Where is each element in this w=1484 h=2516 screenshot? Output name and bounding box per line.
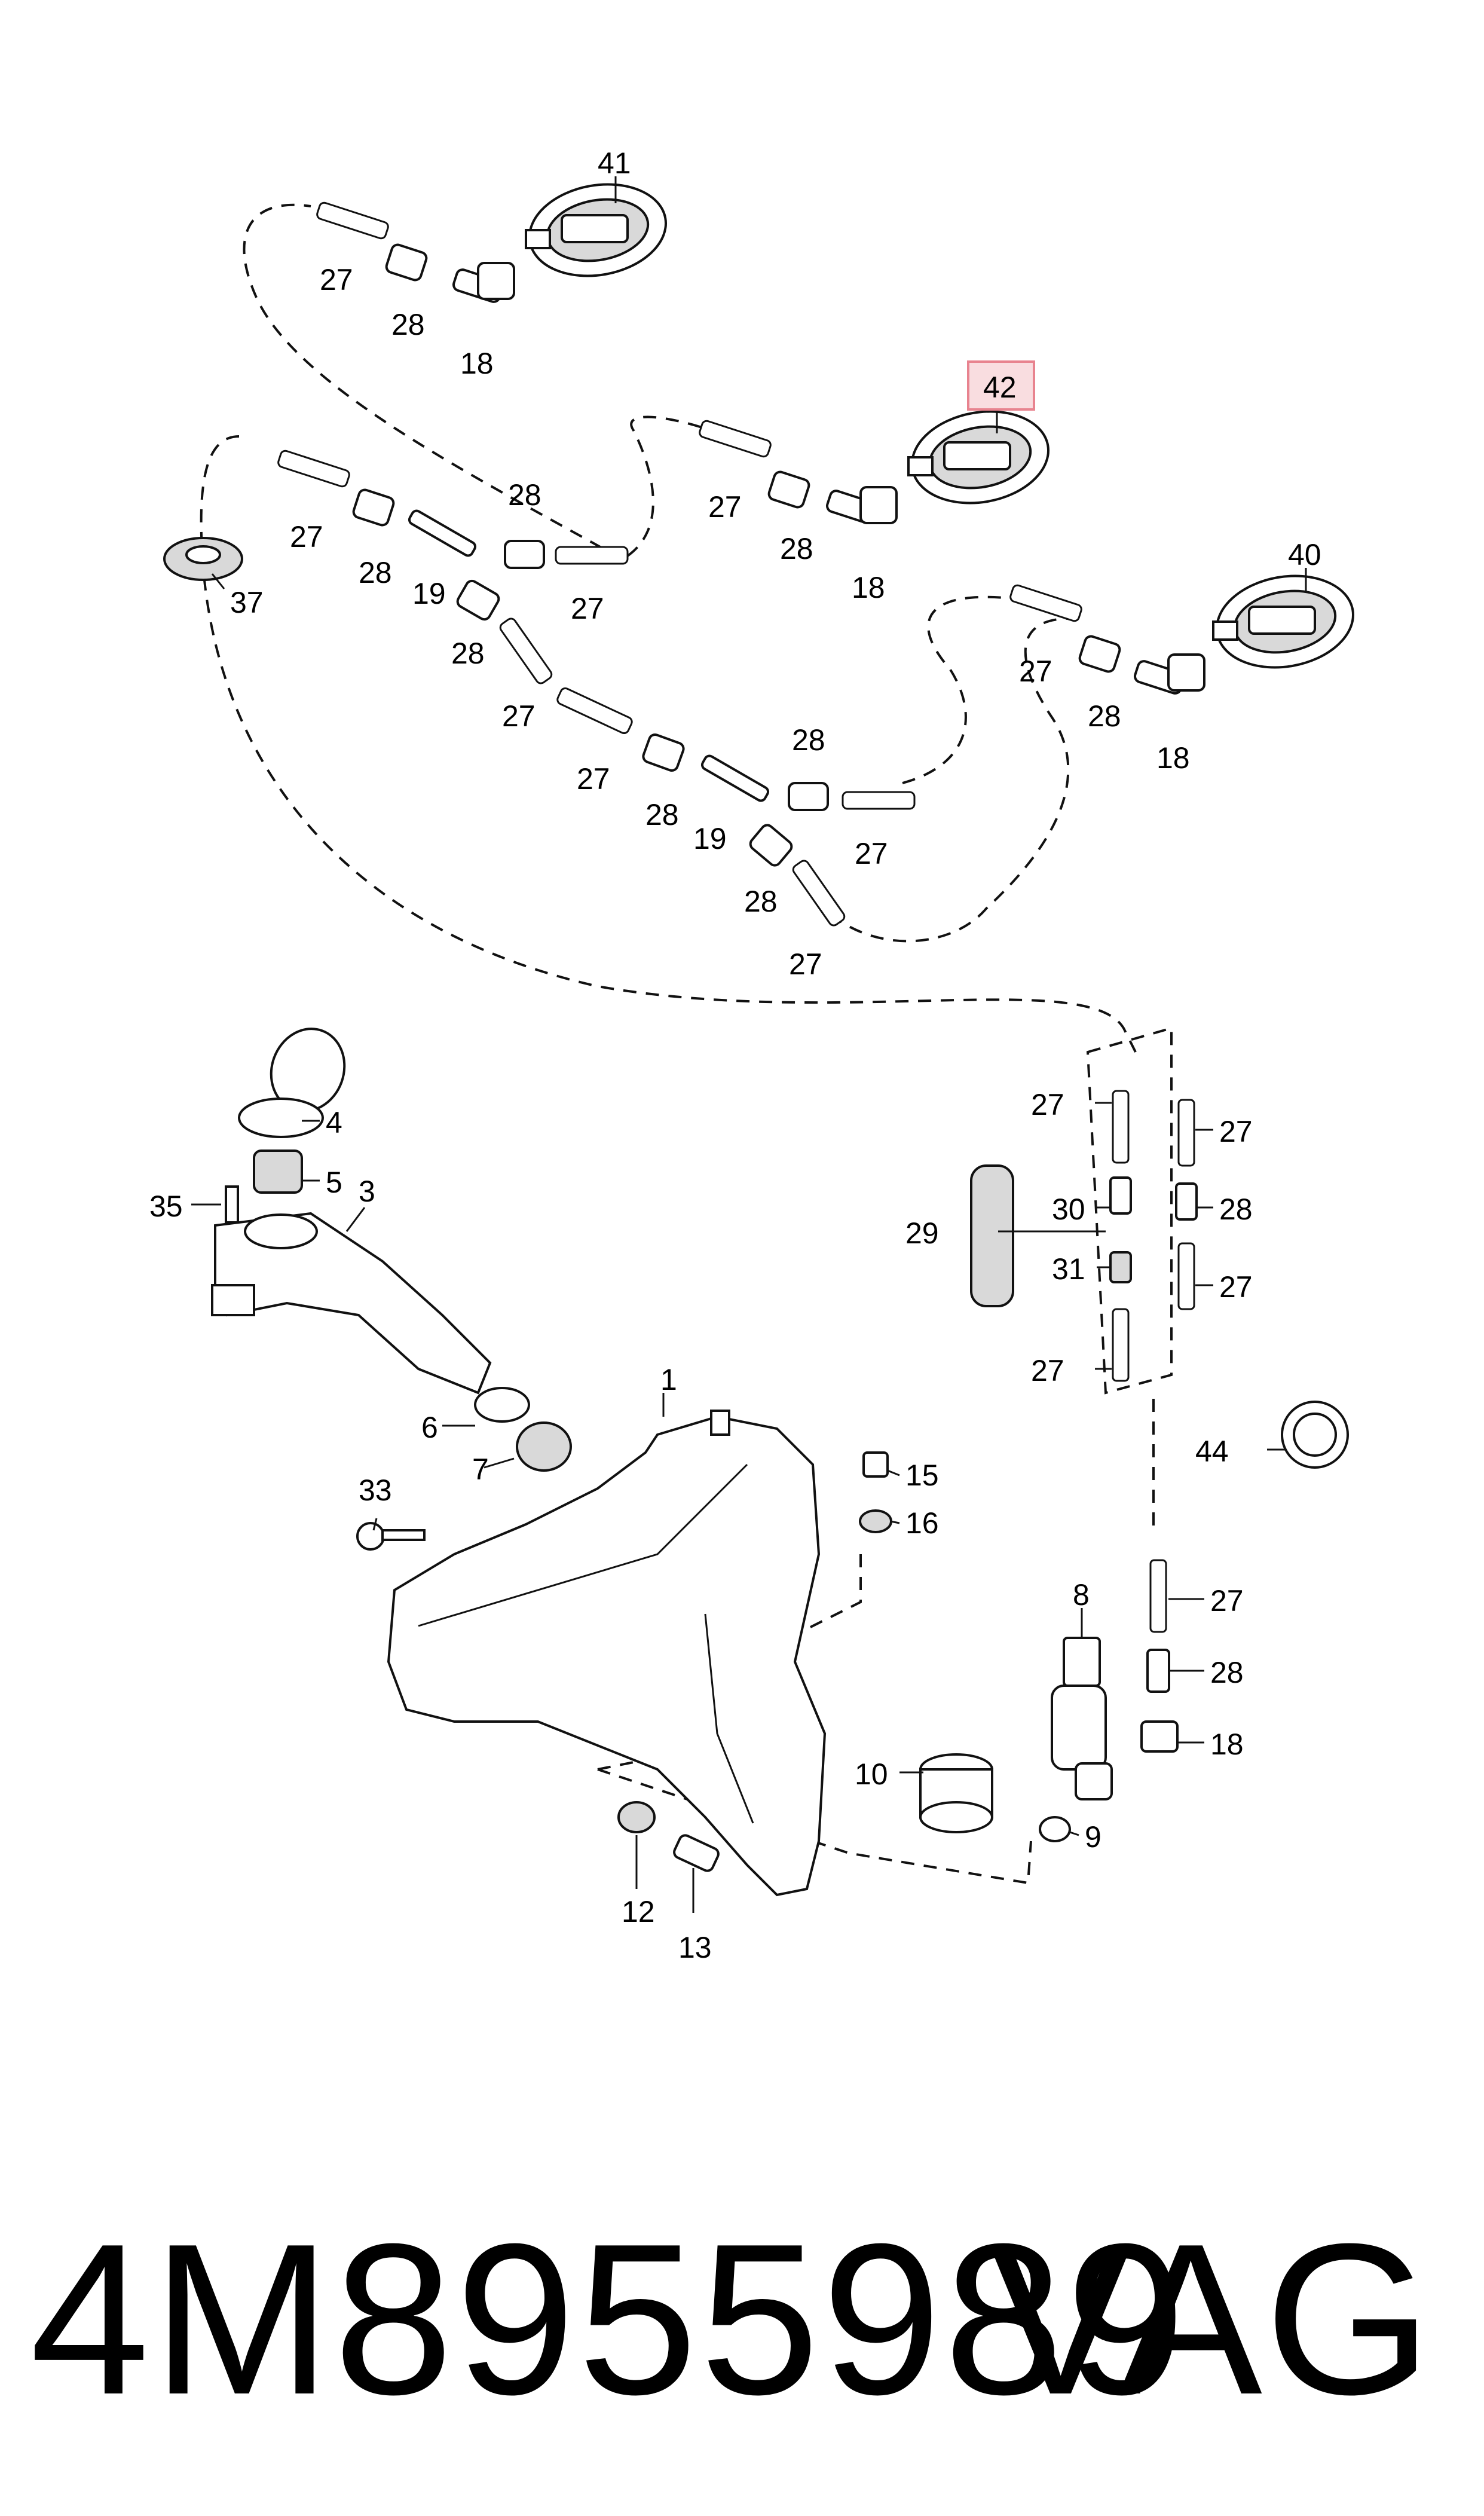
washer-nozzle-41 <box>525 183 667 277</box>
callout-40: 40 <box>1288 538 1321 571</box>
callout-28: 28 <box>359 556 392 589</box>
callout-28: 28 <box>792 723 825 757</box>
callout-3: 3 <box>359 1175 375 1208</box>
callout-28: 28 <box>645 798 679 831</box>
callout-27: 27 <box>708 490 742 524</box>
filler-neck-assembly <box>211 1028 572 1472</box>
callout-28: 28 <box>451 637 485 670</box>
callout-28: 28 <box>508 478 541 512</box>
callout-28: 28 <box>1210 1656 1244 1689</box>
washer-nozzle-42 <box>907 410 1049 505</box>
callout-27: 27 <box>577 762 610 796</box>
callout-5: 5 <box>326 1166 342 1199</box>
callout-28: 28 <box>391 308 425 341</box>
callout-27: 27 <box>1031 1088 1064 1121</box>
callout-labels: 41 42 40 27 28 18 27 28 18 27 28 18 27 2… <box>149 146 1321 1964</box>
callout-42: 42 <box>983 371 1017 404</box>
callout-18: 18 <box>852 571 885 604</box>
callout-42-highlight <box>967 360 1035 411</box>
callout-19: 19 <box>412 577 446 610</box>
parts-diagram: 41 42 40 27 28 18 27 28 18 27 28 18 27 2… <box>149 146 1354 1964</box>
callout-18: 18 <box>1156 741 1190 775</box>
callout-9: 9 <box>1085 1820 1101 1854</box>
callout-1: 1 <box>660 1363 677 1396</box>
callout-27: 27 <box>1219 1270 1253 1304</box>
callout-33: 33 <box>359 1473 392 1507</box>
callout-27: 27 <box>1210 1584 1244 1618</box>
callout-27: 27 <box>320 263 353 296</box>
callout-6: 6 <box>421 1411 438 1444</box>
callout-16: 16 <box>905 1506 939 1540</box>
callout-27: 27 <box>1031 1354 1064 1387</box>
callout-31: 31 <box>1052 1252 1085 1286</box>
callout-7: 7 <box>472 1453 489 1486</box>
callout-27: 27 <box>855 837 888 870</box>
callout-29: 29 <box>905 1216 939 1250</box>
callout-28: 28 <box>1219 1193 1253 1226</box>
callout-12: 12 <box>622 1895 655 1928</box>
callout-27: 27 <box>502 699 536 733</box>
callout-4: 4 <box>326 1106 342 1139</box>
washer-nozzle-40 <box>1212 574 1354 669</box>
brand-name: VAG <box>989 2199 1434 2439</box>
callout-28: 28 <box>744 885 778 918</box>
callout-35: 35 <box>149 1190 183 1223</box>
callout-28: 28 <box>1088 699 1121 733</box>
callout-30: 30 <box>1052 1193 1085 1226</box>
callout-19: 19 <box>693 822 727 855</box>
part-number: 4M8955989 <box>30 2199 1188 2439</box>
pump-assembly <box>617 1451 1113 1872</box>
callout-44: 44 <box>1195 1435 1229 1468</box>
callout-27: 27 <box>571 592 604 625</box>
callout-28: 28 <box>780 532 813 565</box>
callout-27: 27 <box>1019 655 1052 688</box>
callout-27: 27 <box>789 947 822 981</box>
filter-assembly <box>970 1090 1349 1753</box>
callout-18: 18 <box>460 347 494 380</box>
callout-10: 10 <box>855 1757 888 1791</box>
callout-8: 8 <box>1073 1578 1090 1612</box>
callout-13: 13 <box>678 1931 712 1964</box>
callout-41: 41 <box>598 146 631 180</box>
washer-reservoir <box>356 1410 827 1897</box>
callout-27: 27 <box>1219 1115 1253 1148</box>
footer: 4M8955989 VAG <box>24 2176 1458 2487</box>
leader-lines <box>191 176 1307 1913</box>
callout-27: 27 <box>290 520 323 554</box>
hose-fittings <box>163 201 1205 927</box>
callout-37: 37 <box>230 586 264 619</box>
callout-15: 15 <box>905 1459 939 1492</box>
callout-18: 18 <box>1210 1728 1244 1761</box>
